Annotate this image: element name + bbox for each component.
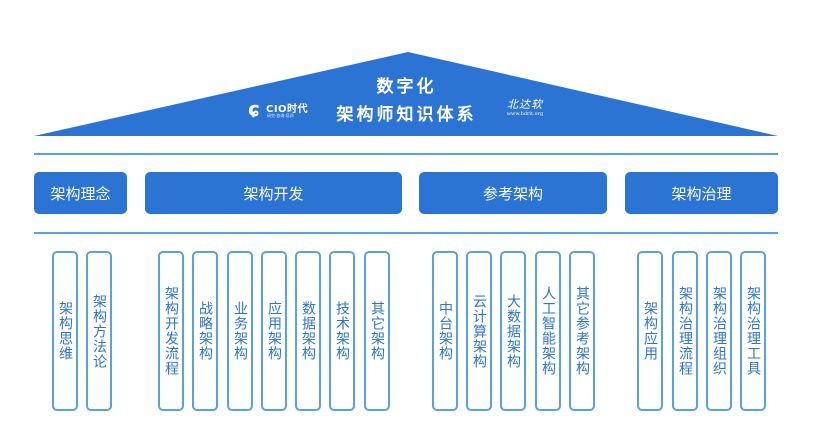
- pillar-label: 大数据架构: [505, 293, 521, 369]
- pillar-architecture-methodology[interactable]: 架构方法论: [86, 251, 112, 411]
- pillar-label: 云计算架构: [471, 293, 487, 369]
- pillar-cloud-architecture[interactable]: 云计算架构: [466, 251, 492, 411]
- divider-top: [34, 153, 778, 155]
- category-label: 架构开发: [243, 184, 304, 203]
- category-architecture-development[interactable]: 架构开发: [145, 172, 402, 214]
- bdrit-logo-name: 北达软: [507, 98, 543, 111]
- pillar-label: 应用架构: [266, 301, 282, 361]
- divider-bottom: [34, 232, 778, 234]
- pillar-label: 其它参考架构: [574, 286, 590, 376]
- cio-logo: ɕ CIO时代 研究·咨询·培训: [248, 98, 310, 122]
- pillar-data-architecture[interactable]: 数据架构: [295, 251, 321, 411]
- pillar-label: 架构开发流程: [163, 286, 179, 376]
- pillar-strategy-architecture[interactable]: 战略架构: [192, 251, 218, 411]
- pillar-business-architecture[interactable]: 业务架构: [227, 251, 253, 411]
- pillar-governance-organization[interactable]: 架构治理组织: [706, 251, 732, 411]
- cio-logo-name: CIO时代: [266, 104, 309, 115]
- pillar-label: 业务架构: [232, 301, 248, 361]
- pillar-technology-architecture[interactable]: 技术架构: [329, 251, 355, 411]
- roof-shape: [34, 52, 778, 136]
- pillar-label: 中台架构: [437, 301, 453, 361]
- pillar-label: 架构治理流程: [677, 286, 693, 376]
- bdrit-logo: 北达软 www.bdrit.org: [500, 98, 550, 122]
- category-label: 参考架构: [482, 184, 543, 203]
- category-architecture-governance[interactable]: 架构治理: [625, 172, 778, 214]
- pillar-middle-platform-architecture[interactable]: 中台架构: [432, 251, 458, 411]
- pillar-big-data-architecture[interactable]: 大数据架构: [500, 251, 526, 411]
- category-architecture-concept[interactable]: 架构理念: [34, 172, 127, 214]
- pillar-label: 架构思维: [57, 301, 73, 361]
- pillar-label: 其它架构: [369, 301, 385, 361]
- pillar-architecture-dev-process[interactable]: 架构开发流程: [158, 251, 184, 411]
- pillar-label: 战略架构: [197, 301, 213, 361]
- category-reference-architecture[interactable]: 参考架构: [419, 172, 607, 214]
- pillar-label: 架构应用: [642, 301, 658, 361]
- title-line-2: 架构师知识体系: [336, 105, 477, 125]
- bdrit-logo-url: www.bdrit.org: [506, 111, 544, 117]
- pillar-application-architecture[interactable]: 应用架构: [261, 251, 287, 411]
- pillar-governance-process[interactable]: 架构治理流程: [672, 251, 698, 411]
- category-label: 架构治理: [671, 184, 732, 203]
- pillar-architecture-application[interactable]: 架构应用: [637, 251, 663, 411]
- category-label: 架构理念: [50, 184, 111, 203]
- pillar-label: 数据架构: [300, 301, 316, 361]
- pillar-ai-architecture[interactable]: 人工智能架构: [535, 251, 561, 411]
- pillar-other-architecture[interactable]: 其它架构: [364, 251, 390, 411]
- pillar-architecture-thinking[interactable]: 架构思维: [52, 251, 78, 411]
- pillar-label: 架构治理组织: [711, 286, 727, 376]
- cio-logo-icon: ɕ: [248, 97, 260, 121]
- pillar-label: 人工智能架构: [540, 286, 556, 376]
- pillar-label: 技术架构: [334, 301, 350, 361]
- pillar-label: 架构治理工具: [745, 286, 761, 376]
- cio-logo-tagline: 研究·咨询·培训: [267, 113, 294, 118]
- pillar-other-reference-architecture[interactable]: 其它参考架构: [569, 251, 595, 411]
- pillar-label: 架构方法论: [91, 293, 107, 369]
- title-line-1: 数字化: [376, 77, 437, 97]
- pillar-governance-tools[interactable]: 架构治理工具: [740, 251, 766, 411]
